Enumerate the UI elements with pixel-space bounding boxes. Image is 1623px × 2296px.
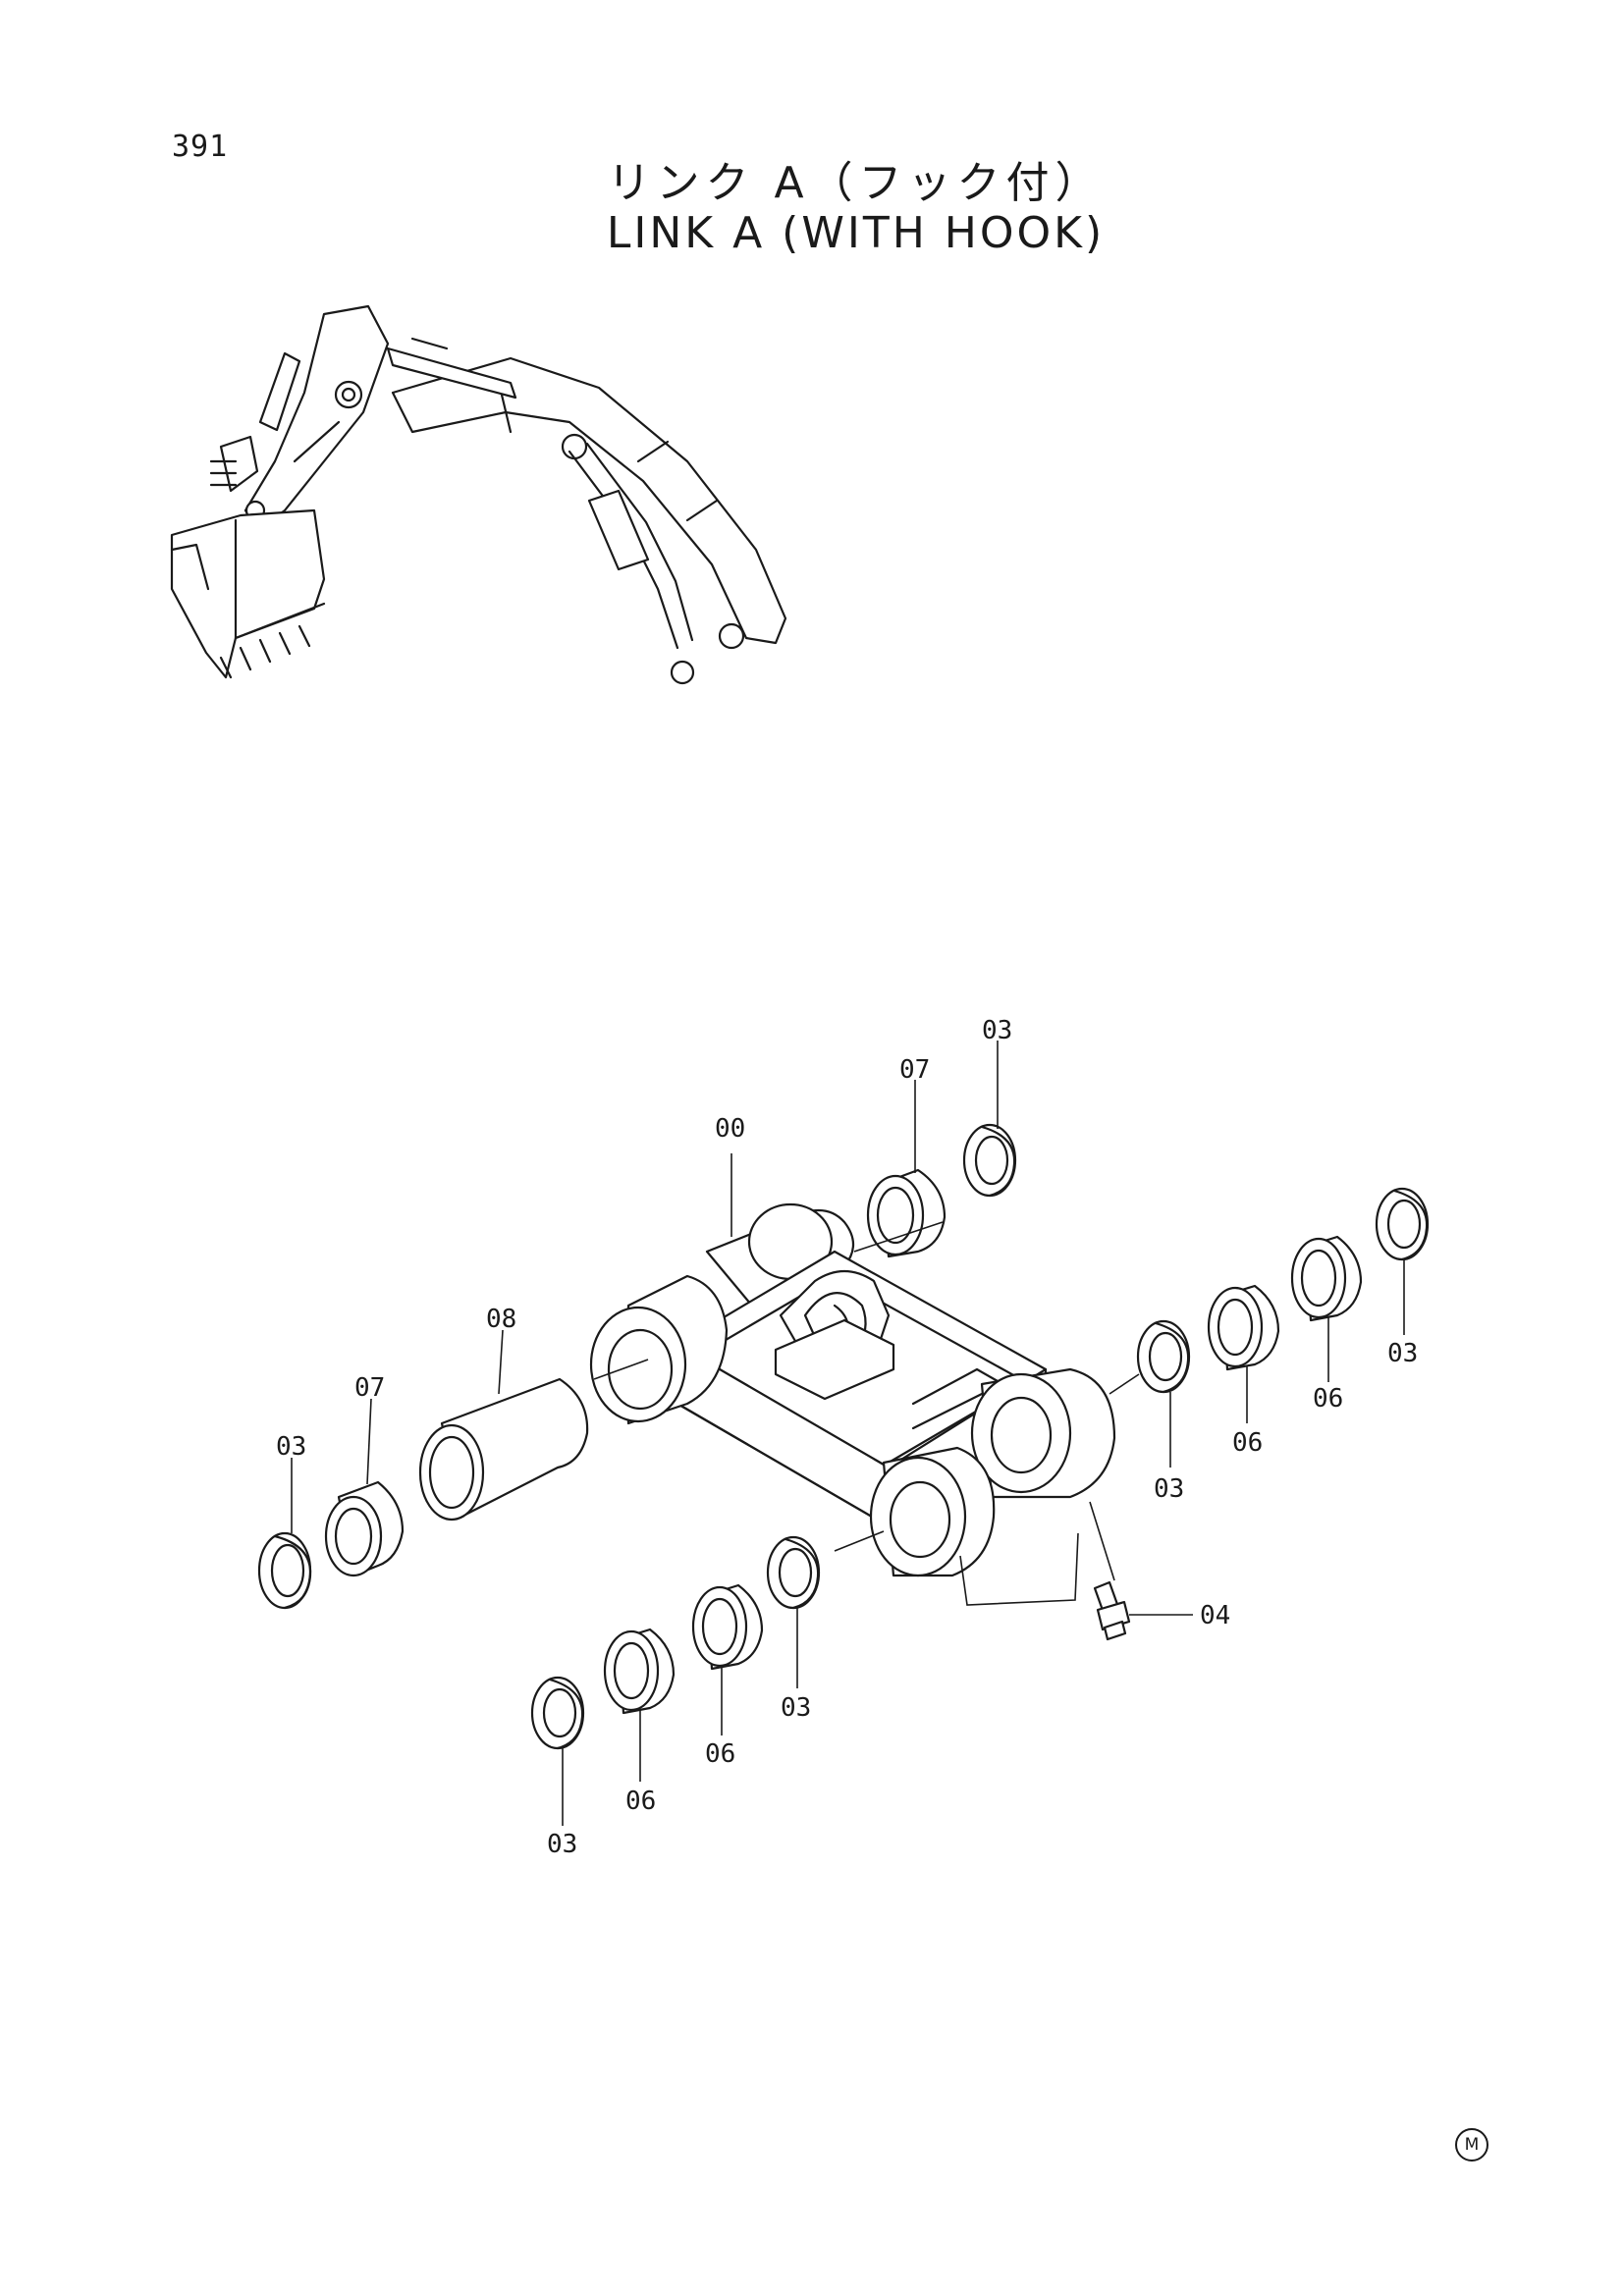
callout-00: 00 bbox=[715, 1114, 745, 1144]
leader-lines bbox=[291, 1041, 1405, 1826]
excavator-arm-illustration bbox=[170, 304, 787, 685]
seal-03-bottom-outer bbox=[530, 1676, 585, 1750]
publisher-mark: M bbox=[1455, 2128, 1488, 2162]
callout-04: 04 bbox=[1200, 1601, 1230, 1630]
bushing-07-left bbox=[324, 1480, 405, 1577]
callout-07-top: 07 bbox=[899, 1055, 930, 1085]
callout-06-bottom-a: 06 bbox=[705, 1739, 735, 1769]
title-japanese: リンク A（フック付） bbox=[607, 158, 1105, 208]
grease-fitting-04 bbox=[1093, 1580, 1131, 1641]
link-boss-left bbox=[589, 1274, 729, 1425]
callout-03-top: 03 bbox=[982, 1016, 1012, 1045]
pin-08 bbox=[418, 1377, 589, 1522]
bushing-06-bottom-a bbox=[691, 1583, 764, 1671]
bushing-07-top bbox=[866, 1168, 947, 1258]
seal-03-bottom-inner bbox=[766, 1535, 821, 1610]
link-boss-front bbox=[869, 1367, 1116, 1577]
bushing-06-bottom-b bbox=[603, 1628, 676, 1715]
callout-03-right-inner: 03 bbox=[1154, 1474, 1184, 1504]
page-number: 391 bbox=[172, 130, 229, 164]
callout-03-bottom-inner: 03 bbox=[781, 1693, 811, 1723]
title-english: LINK A (WITH HOOK) bbox=[606, 208, 1106, 258]
callout-06-right-b: 06 bbox=[1313, 1384, 1343, 1414]
seal-03-left bbox=[257, 1531, 312, 1610]
callout-07-left: 07 bbox=[354, 1373, 385, 1403]
seal-03-top bbox=[962, 1123, 1017, 1198]
seal-03-right-inner bbox=[1136, 1319, 1191, 1394]
bushing-06-right-a bbox=[1207, 1284, 1280, 1371]
callout-03-left: 03 bbox=[276, 1432, 306, 1462]
callout-03-bottom-outer: 03 bbox=[547, 1830, 577, 1859]
seal-03-right-outer bbox=[1375, 1187, 1430, 1261]
callout-03-right-outer: 03 bbox=[1387, 1339, 1418, 1368]
callout-06-bottom-b: 06 bbox=[625, 1787, 656, 1816]
callout-labels: 00 07 03 08 07 03 03 06 06 03 04 03 06 0… bbox=[276, 1016, 1418, 1859]
bushing-06-right-b bbox=[1290, 1235, 1363, 1322]
callout-06-right-a: 06 bbox=[1232, 1428, 1263, 1458]
callout-08: 08 bbox=[486, 1305, 516, 1334]
